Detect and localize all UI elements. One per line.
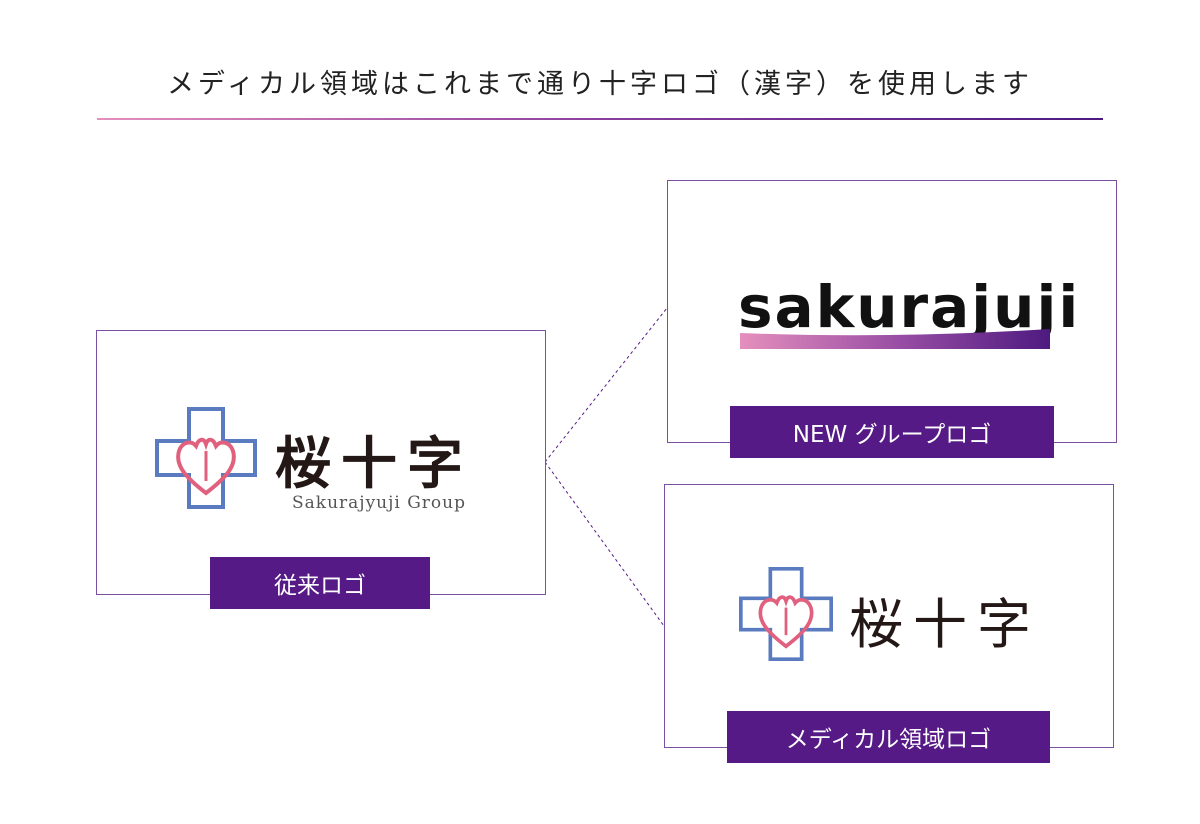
new-logo-panel: sakurajuji (667, 180, 1117, 443)
title-divider (97, 118, 1103, 120)
medical-logo-label: メディカル領域ロゴ (727, 711, 1050, 763)
cross-heart-icon (739, 567, 833, 661)
old-logo-label: 従来ロゴ (210, 557, 430, 609)
page-title: メディカル領域はこれまで通り十字ロゴ（漢字）を使用します (166, 69, 1034, 100)
old-logo-subtitle: Sakurajyuji Group (292, 493, 467, 513)
old-logo-kanji: 桜十字 (275, 431, 473, 497)
old-logo-panel: 桜十字 Sakurajyuji Group (96, 330, 546, 595)
cross-heart-icon (155, 407, 257, 509)
new-logo-label: NEW グループロゴ (730, 406, 1054, 458)
medical-logo-kanji: 桜十字 (849, 593, 1041, 656)
medical-logo-panel: 桜十字 (664, 484, 1114, 748)
new-logo-wordmark: sakurajuji (738, 273, 1081, 341)
new-logo-swoosh (740, 329, 1050, 349)
